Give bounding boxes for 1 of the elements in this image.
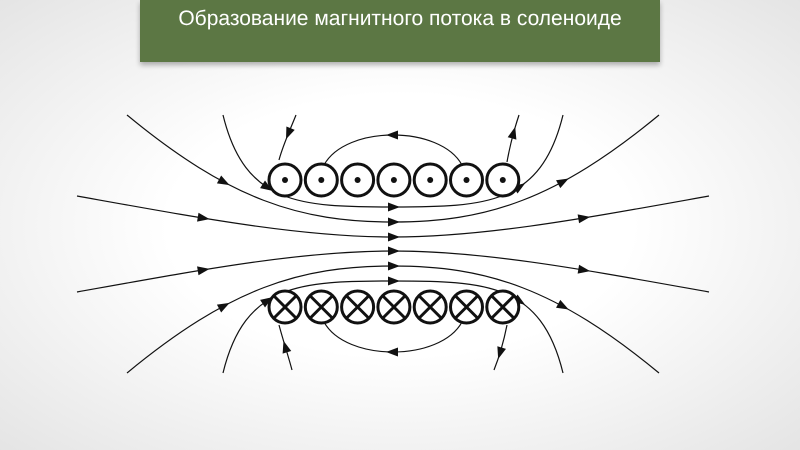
title: Образование магнитного потока в соленоиде (177, 6, 623, 31)
